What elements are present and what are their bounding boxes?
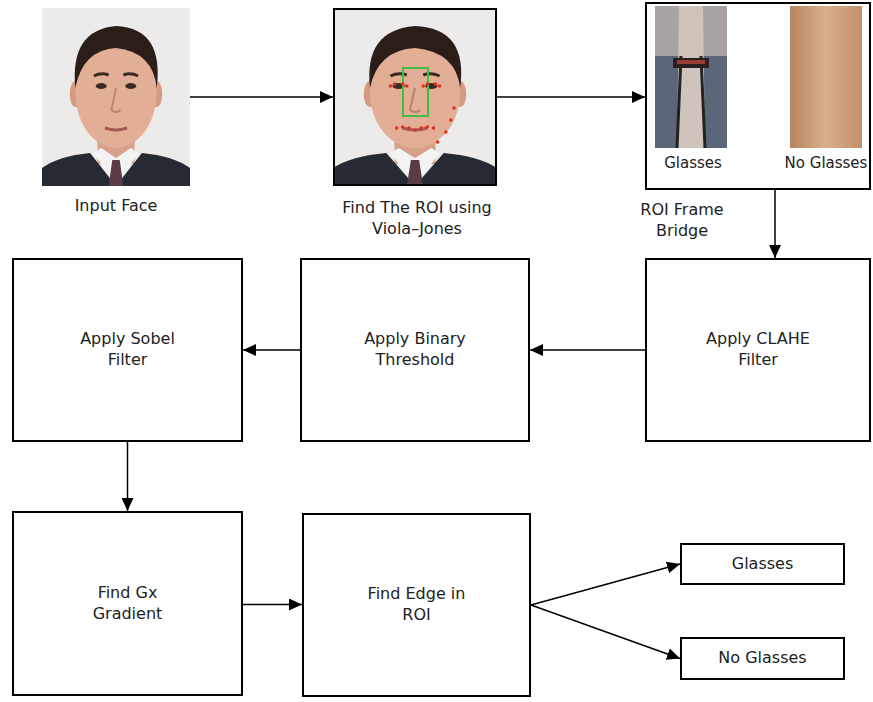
landmark-dots bbox=[389, 82, 456, 144]
landmark-dot bbox=[401, 82, 405, 86]
landmark-dot bbox=[444, 130, 448, 134]
nose-strip bbox=[677, 6, 705, 148]
landmark-dot bbox=[449, 118, 453, 122]
landmark-dot bbox=[393, 82, 397, 86]
box-label: Find Edge in ROI bbox=[357, 584, 477, 626]
roi-rectangle bbox=[403, 68, 428, 116]
landmark-dot bbox=[405, 84, 409, 88]
landmark-dot bbox=[438, 84, 442, 88]
flow-arrow bbox=[531, 564, 680, 605]
landmark-dot bbox=[436, 140, 440, 144]
image-box: Find The ROI using Viola–Jones bbox=[333, 8, 497, 186]
landmark-dot bbox=[452, 106, 456, 110]
box-label: Glasses bbox=[664, 154, 722, 174]
process-box: Find Gx Gradient bbox=[12, 511, 243, 696]
caption-label: Find The ROI using Viola–Jones bbox=[327, 198, 507, 240]
image-box: Input Face bbox=[42, 8, 190, 186]
flow-arrow bbox=[774, 190, 776, 258]
glasses-thumbnail bbox=[655, 6, 727, 148]
flow-arrow bbox=[243, 604, 302, 606]
process-box: Apply Binary Threshold bbox=[300, 258, 530, 442]
landmark-dot bbox=[432, 126, 436, 130]
box-label: Apply CLAHE Filter bbox=[698, 329, 818, 371]
landmark-dot bbox=[426, 125, 430, 129]
caption-label: Input Face bbox=[46, 196, 186, 217]
landmark-dot bbox=[389, 84, 393, 88]
landmark-dot bbox=[413, 128, 417, 132]
no-glasses-thumbnail bbox=[790, 6, 862, 148]
flow-arrow bbox=[497, 96, 645, 98]
box-label: Find Gx Gradient bbox=[68, 583, 188, 625]
image-box: GlassesNo GlassesROI Frame Bridge bbox=[645, 2, 871, 190]
process-box: No Glasses bbox=[680, 637, 845, 680]
landmark-dot bbox=[395, 126, 399, 130]
roi-face-photo bbox=[333, 8, 497, 186]
landmark-dot bbox=[426, 82, 430, 86]
flow-arrow bbox=[243, 349, 300, 351]
frame-bridge bbox=[673, 58, 709, 68]
process-box: Apply CLAHE Filter bbox=[645, 258, 871, 442]
box-label: No Glasses bbox=[785, 154, 868, 174]
landmark-dot bbox=[421, 84, 425, 88]
input-face-photo bbox=[42, 8, 190, 186]
flow-arrow bbox=[531, 605, 680, 659]
frame-accent bbox=[677, 60, 705, 64]
flow-arrow bbox=[127, 442, 129, 511]
skin-patch bbox=[790, 6, 862, 148]
box-label: No Glasses bbox=[718, 648, 806, 669]
roi-overlay bbox=[389, 68, 456, 144]
process-box: Find Edge in ROI bbox=[302, 513, 531, 697]
flow-arrow bbox=[530, 349, 645, 351]
caption-label: ROI Frame Bridge bbox=[632, 200, 732, 242]
landmark-dot bbox=[407, 126, 411, 130]
box-label: Glasses bbox=[732, 554, 794, 575]
process-box: Apply Sobel Filter bbox=[12, 258, 243, 442]
process-box: Glasses bbox=[680, 543, 845, 585]
box-label: Apply Binary Threshold bbox=[355, 329, 475, 371]
box-label: Apply Sobel Filter bbox=[68, 329, 188, 371]
frame-edge bbox=[677, 56, 705, 148]
thumbnail-background bbox=[655, 6, 727, 148]
landmark-dot bbox=[401, 125, 405, 129]
landmark-dot bbox=[434, 82, 438, 86]
landmark-dot bbox=[419, 126, 423, 130]
flow-arrow bbox=[190, 96, 333, 98]
